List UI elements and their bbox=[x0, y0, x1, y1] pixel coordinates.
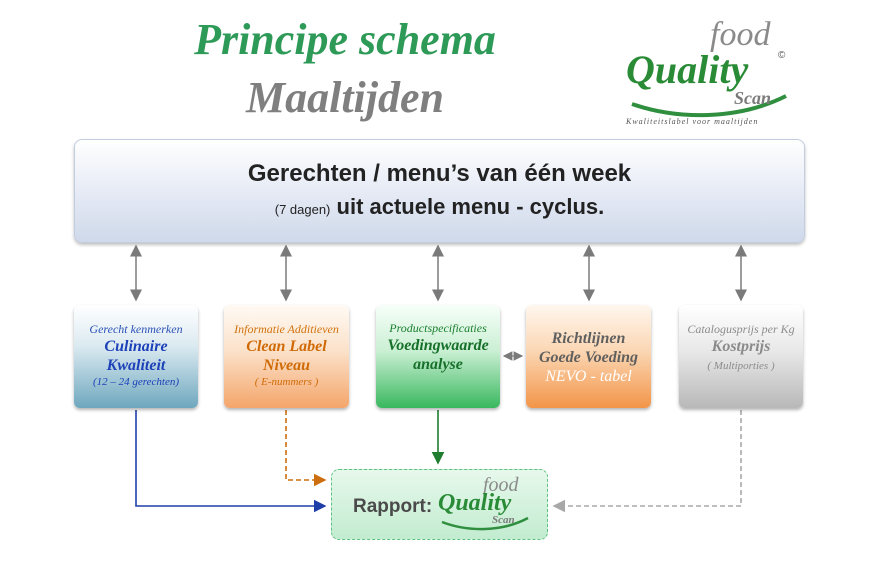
logo-quality-text: Quality bbox=[626, 47, 749, 92]
box-5-title-1: Kostprijs bbox=[711, 338, 771, 355]
title-line-2: Maaltijden bbox=[245, 73, 445, 122]
box-4-title-2: Goede Voeding bbox=[538, 349, 639, 366]
box-2-title-2: Niveau bbox=[262, 357, 311, 374]
title-line-1: Principe schema bbox=[194, 15, 496, 64]
logo-food-text: food bbox=[710, 16, 771, 53]
box-1-title-1: Culinaire bbox=[104, 338, 168, 355]
box-2-subtitle: Informatie Additieven bbox=[234, 322, 339, 336]
culinaire-kwaliteit-box: Gerecht kenmerken Culinaire Kwaliteit (1… bbox=[74, 305, 198, 408]
logo-tagline: Kwaliteitslabel voor maaltijden bbox=[626, 117, 759, 126]
clean-label-box: Informatie Additieven Clean Label Niveau… bbox=[224, 305, 349, 408]
food-quality-scan-logo: food Quality © Scan Kwaliteitslabel voor… bbox=[618, 12, 818, 132]
arrow-kostprijs-rapport bbox=[552, 410, 742, 513]
logo-scan-text: Scan bbox=[734, 88, 772, 108]
box-2-note: ( E-nummers ) bbox=[254, 376, 319, 388]
box-4-note: NEVO - tabel bbox=[545, 368, 632, 385]
logo-swoosh-icon bbox=[631, 94, 787, 118]
box-3-title-2: analyse bbox=[413, 356, 463, 373]
weekly-menu-days: (7 dagen) bbox=[274, 202, 331, 217]
box-2-title-1: Clean Label bbox=[246, 338, 327, 355]
arrow-cleanlabel-rapport bbox=[285, 410, 327, 487]
box-4-title-1: Richtlijnen bbox=[551, 330, 626, 347]
box-1-note: (12 – 24 gerechten) bbox=[92, 376, 180, 388]
weekly-menu-line-1: Gerechten / menu’s van één week bbox=[247, 160, 632, 187]
box-3-title-1: Voedingwaarde bbox=[387, 337, 489, 354]
box-1-title-2: Kwaliteit bbox=[106, 357, 166, 374]
logo-registered-text: © bbox=[778, 50, 786, 61]
box-1-subtitle: Gerecht kenmerken bbox=[89, 322, 183, 336]
rapport-logo: food Quality Scan bbox=[436, 472, 546, 538]
arrow-culinair-rapport bbox=[135, 410, 327, 513]
weekly-menu-box: Gerechten / menu’s van één week (7 dagen… bbox=[74, 139, 805, 243]
rapport-label: Rapport: bbox=[353, 496, 433, 517]
rapport-logo-swoosh-icon bbox=[441, 516, 529, 531]
rapport-logo-quality-text: Quality bbox=[438, 490, 512, 516]
kostprijs-box: Catalogusprijs per Kg Kostprijs ( Multip… bbox=[679, 305, 803, 408]
rapport-logo-food-text: food bbox=[483, 474, 519, 496]
box-5-subtitle: Catalogusprijs per Kg bbox=[687, 322, 795, 336]
box-3-subtitle: Productspecificaties bbox=[389, 321, 487, 335]
rapport-box: Rapport: food Quality Scan bbox=[331, 469, 548, 540]
voedingwaarde-box: Productspecificaties Voedingwaarde analy… bbox=[376, 305, 500, 408]
rapport-logo-scan-text: Scan bbox=[492, 514, 515, 526]
weekly-menu-line-2: (7 dagen) uit actuele menu - cyclus. bbox=[75, 194, 804, 220]
box-5-note: ( Multiporties ) bbox=[707, 360, 775, 372]
richtlijnen-box: Richtlijnen Goede Voeding NEVO - tabel bbox=[526, 305, 651, 408]
weekly-menu-cycle: uit actuele menu - cyclus. bbox=[336, 194, 605, 219]
